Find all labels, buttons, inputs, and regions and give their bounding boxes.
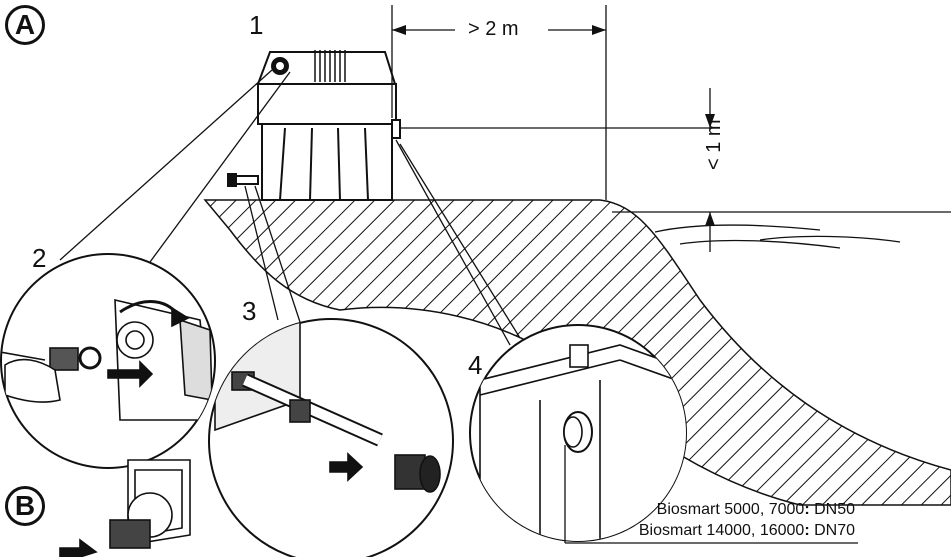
dimension-vertical-label: < 1 m [703, 119, 725, 170]
spec-callout [564, 445, 858, 544]
socket-illustration [59, 459, 191, 557]
detail-circle-4 [469, 324, 687, 542]
ground-pipe [227, 173, 259, 187]
pond-water [612, 211, 951, 249]
spec-line-2-value: DN70 [814, 522, 855, 539]
filter-unit [256, 50, 401, 201]
spec-line-2-model: Biosmart 14000, 16000 [638, 522, 805, 539]
dimension-horizontal [391, 5, 607, 200]
leader-lines [59, 69, 521, 346]
dimension-vertical [400, 88, 720, 252]
spec-line-2: Biosmart 14000, 16000: DN70 [639, 521, 855, 541]
spec-line-1-model: Biosmart 5000, 7000 [656, 501, 805, 518]
spec-line-2-separator: : [804, 522, 810, 539]
dimension-horizontal-label: > 2 m [468, 18, 519, 40]
spec-line-1: Biosmart 5000, 7000: DN50 [657, 500, 855, 520]
step-label-4: 4 [468, 350, 483, 380]
detail-circle-3 [208, 318, 454, 557]
step-label-2: 2 [32, 243, 47, 273]
step-label-1: 1 [249, 10, 264, 40]
spec-line-1-separator: : [804, 501, 810, 518]
spec-line-1-value: DN50 [814, 501, 855, 518]
step-label-3: 3 [242, 296, 257, 326]
section-a-badge: A [5, 5, 45, 45]
detail-circle-2 [0, 253, 216, 469]
section-b-badge: B [5, 486, 45, 526]
